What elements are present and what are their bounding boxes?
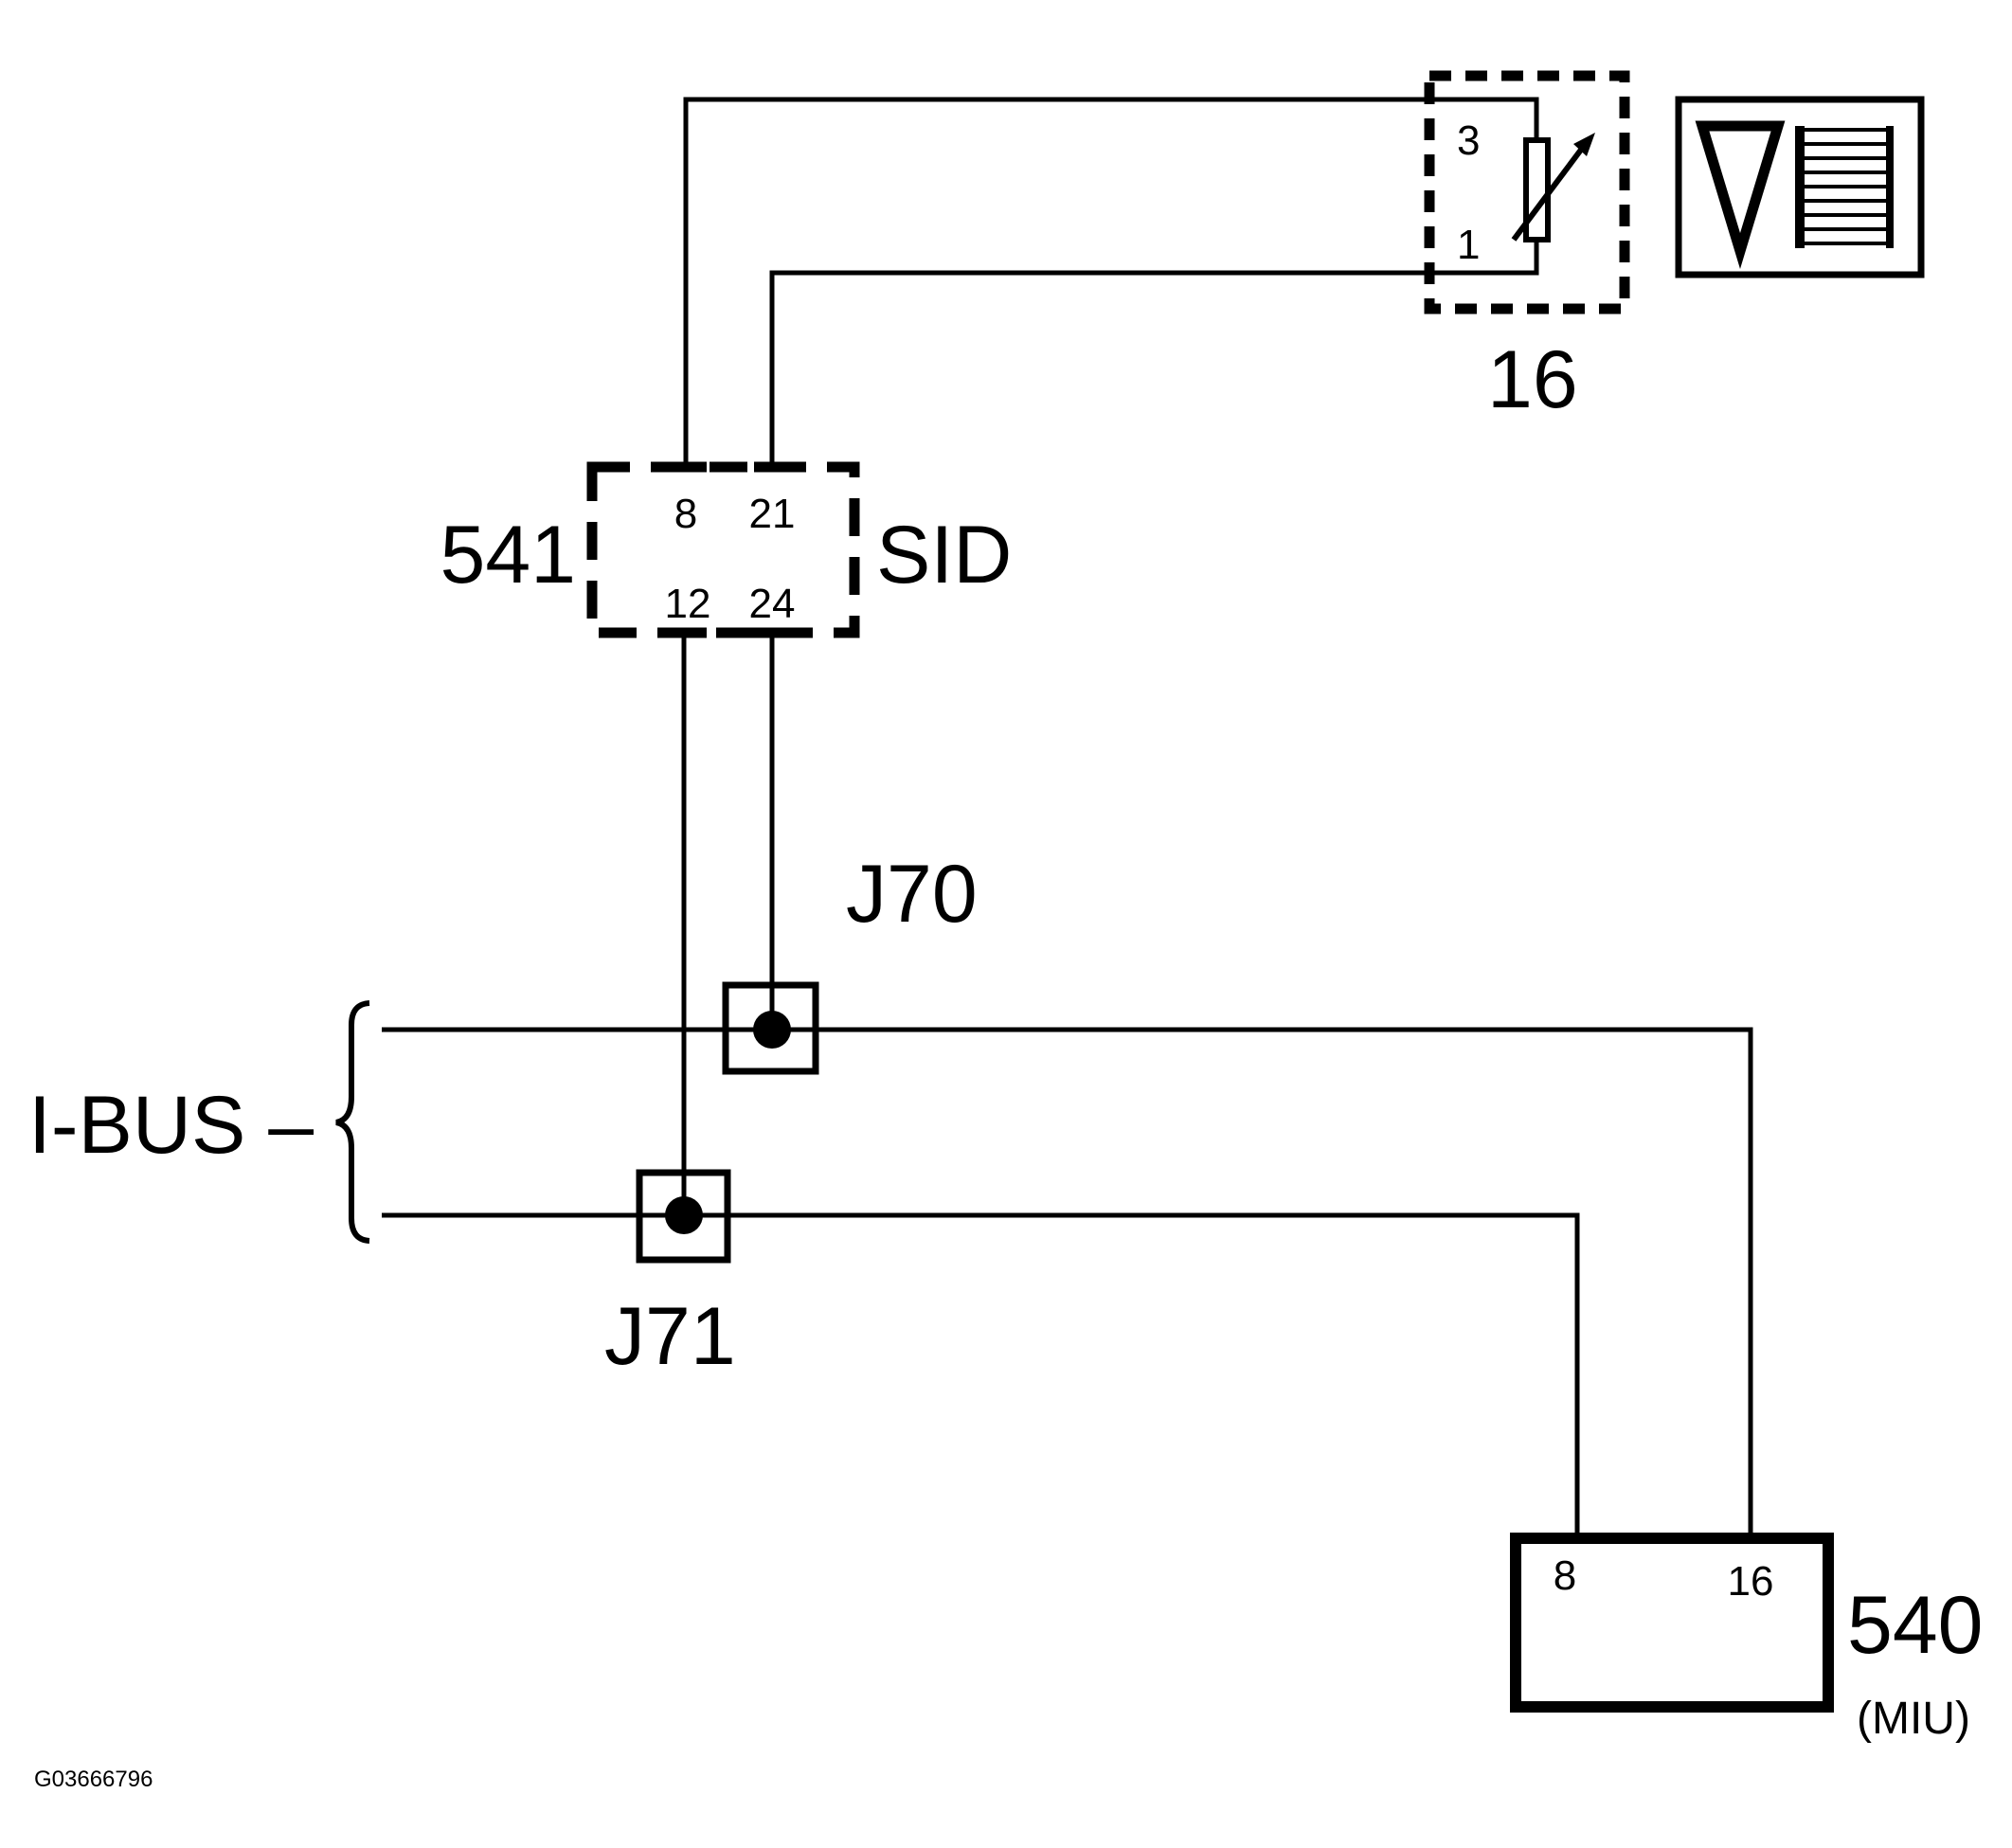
figure-code: G03666796 (34, 1767, 153, 1792)
temperature-gauge-icon (1675, 96, 1925, 278)
miu-module: 8 16 540 (MIU) (1510, 1533, 1984, 1744)
ibus-brace (335, 1000, 370, 1244)
miu-name-label: (MIU) (1857, 1694, 1970, 1744)
junction-j70-label: J70 (846, 849, 978, 940)
miu-pin-8-label: 8 (1554, 1552, 1576, 1599)
junction-dot (753, 1011, 791, 1049)
sid-housing (586, 461, 860, 638)
variable-resistor-icon (1511, 133, 1595, 242)
sensor-housing (1424, 70, 1630, 314)
wires (382, 97, 1753, 1533)
sid-pin-24-label: 24 (749, 581, 796, 627)
sid-module: 8 21 12 24 541 SID (440, 461, 1012, 638)
miu-pin-16-label: 16 (1728, 1558, 1774, 1605)
sid-name-label: SID (876, 510, 1012, 601)
sensor-ref-label: 16 (1487, 334, 1578, 425)
wire-sid21-to-sensor1 (769, 240, 1539, 467)
miu-housing (1510, 1533, 1834, 1713)
junction-j70: J70 (722, 849, 978, 1075)
ibus-label: I-BUS – (28, 1080, 314, 1171)
junction-j71: J71 (604, 1169, 736, 1382)
wire-bus-upper (382, 1027, 1753, 1533)
wire-bus-lower (382, 1212, 1580, 1533)
sid-pin-12-label: 12 (665, 581, 711, 627)
miu-ref-label: 540 (1847, 1580, 1984, 1671)
sid-ref-label: 541 (440, 510, 577, 601)
junction-j71-label: J71 (604, 1291, 736, 1382)
sensor-pin-1-label: 1 (1457, 222, 1480, 268)
sid-pin-8-label: 8 (674, 491, 697, 537)
sensor-pin-3-label: 3 (1457, 117, 1480, 164)
sensor-16: 3 1 16 (1424, 70, 1630, 425)
sid-pin-21-label: 21 (749, 491, 796, 537)
wire-sid8-to-sensor3 (683, 97, 1539, 467)
junction-dot (665, 1196, 703, 1234)
